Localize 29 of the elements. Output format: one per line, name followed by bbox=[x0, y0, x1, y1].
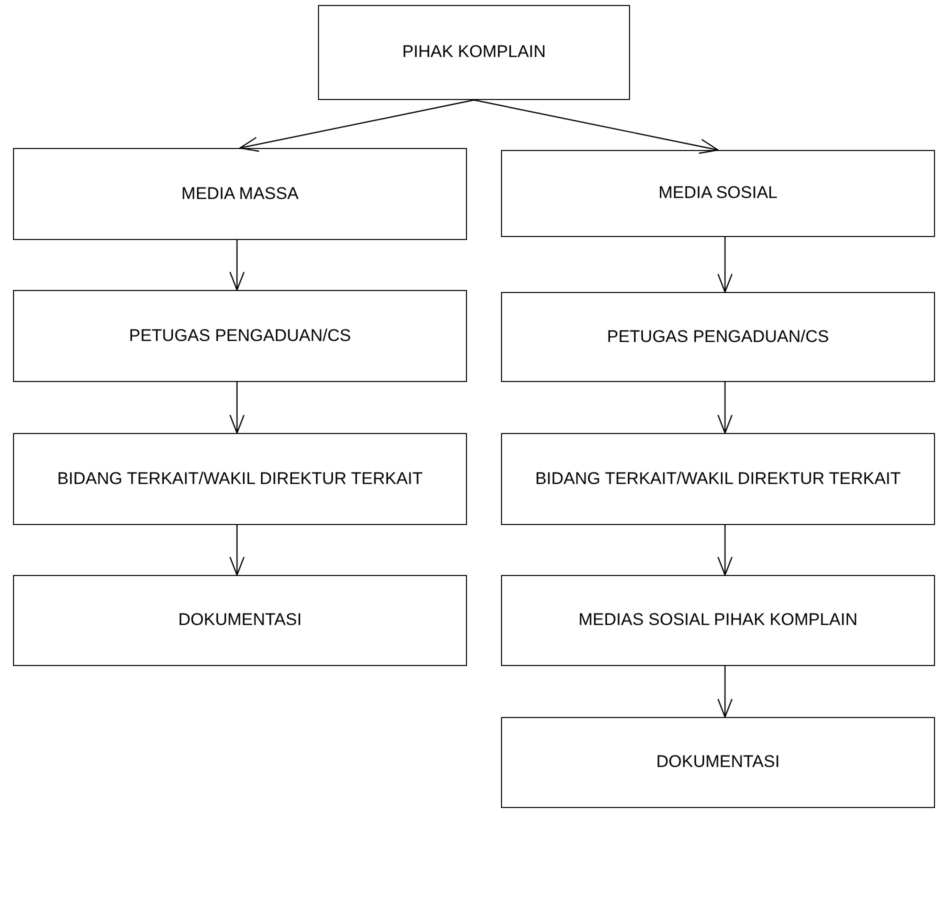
process-box bbox=[501, 292, 935, 382]
process-box bbox=[13, 433, 467, 525]
process-box bbox=[501, 433, 935, 525]
process-box bbox=[501, 575, 935, 666]
arrow bbox=[717, 525, 733, 576]
box-label: PETUGAS PENGADUAN/CS bbox=[129, 324, 351, 347]
process-box bbox=[13, 148, 467, 240]
box-label: DOKUMENTASI bbox=[178, 609, 302, 632]
box-label: MEDIA MASSA bbox=[181, 182, 299, 205]
process-box bbox=[13, 290, 467, 382]
process-box bbox=[501, 150, 935, 237]
box-label: BIDANG TERKAIT/WAKIL DIREKTUR TERKAIT bbox=[535, 468, 901, 490]
arrow bbox=[717, 382, 733, 434]
arrow bbox=[239, 99, 474, 152]
box-label: MEDIAS SOSIAL PIHAK KOMPLAIN bbox=[578, 609, 858, 632]
arrow bbox=[474, 99, 719, 154]
process-box bbox=[318, 5, 630, 100]
arrow bbox=[229, 525, 245, 576]
box-label: PIHAK KOMPLAIN bbox=[402, 41, 546, 64]
process-box bbox=[13, 575, 467, 666]
box-label: BIDANG TERKAIT/WAKIL DIREKTUR TERKAIT bbox=[57, 468, 423, 490]
box-label: PETUGAS PENGADUAN/CS bbox=[607, 326, 829, 348]
arrow bbox=[229, 240, 245, 291]
arrow bbox=[229, 382, 245, 434]
arrow bbox=[717, 666, 733, 718]
box-label: DOKUMENTASI bbox=[656, 751, 780, 774]
arrow bbox=[717, 237, 733, 293]
process-box bbox=[501, 717, 935, 808]
box-label: MEDIA SOSIAL bbox=[658, 182, 778, 204]
